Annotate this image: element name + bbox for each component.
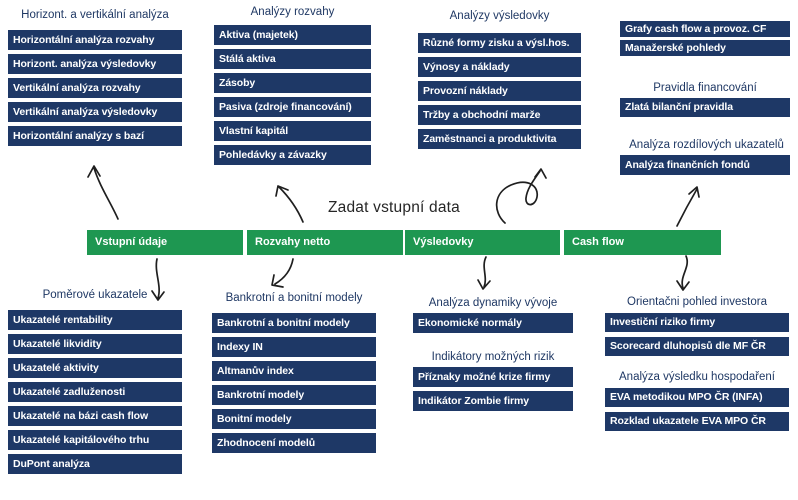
nav-box[interactable]: Vertikální analýza rozvahy bbox=[8, 78, 182, 98]
nav-box[interactable]: Stálá aktiva bbox=[214, 49, 371, 69]
nav-box[interactable]: Různé formy zisku a výsl.hos. bbox=[418, 33, 581, 53]
nav-box[interactable]: Ukazatelé rentability bbox=[8, 310, 182, 330]
nav-box[interactable]: Bankrotní a bonitní modely bbox=[212, 313, 376, 333]
nav-box[interactable]: Tržby a obchodní marže bbox=[418, 105, 581, 125]
section-horizontalni-a-vertikalni-analyza: Horizont. a vertikální analýza Horizontá… bbox=[8, 5, 182, 150]
nav-box[interactable]: EVA metodikou MPO ČR (INFA) bbox=[605, 388, 789, 407]
arrow-rozvahy-to-bankrotni-icon bbox=[271, 258, 294, 288]
nav-box[interactable]: Bankrotní modely bbox=[212, 385, 376, 405]
tab-vysledovky[interactable]: Výsledovky bbox=[405, 230, 560, 255]
nav-box[interactable]: Altmanův index bbox=[212, 361, 376, 381]
nav-box[interactable]: Zlatá bilanční pravidla bbox=[620, 98, 790, 117]
section-header: Analýzy výsledovky bbox=[449, 10, 550, 22]
nav-box[interactable]: Vlastní kapitál bbox=[214, 121, 371, 141]
section-pravidla-financovani: Pravidla financování Zlatá bilanční prav… bbox=[620, 78, 790, 121]
sheet-tabbar: Vstupní údaje Rozvahy netto Výsledovky C… bbox=[87, 230, 721, 255]
section-header: Poměrové ukazatele bbox=[42, 289, 148, 301]
section-indikatory-moznych-rizik: Indikátory možných rizik Příznaky možné … bbox=[413, 347, 573, 415]
nav-box[interactable]: Provozní náklady bbox=[418, 81, 581, 101]
nav-box[interactable]: Scorecard dluhopisů dle MF ČR bbox=[605, 337, 789, 356]
section-orientacni-pohled-investora: Orientačni pohled investora Investiční r… bbox=[605, 292, 789, 361]
section-analyza-vysledku-hospodareni: Analýza výsledku hospodaření EVA metodik… bbox=[605, 367, 789, 436]
section-analyza-rozdilovych-ukazatelu: Analýza rozdílových ukazatelů Analýza fi… bbox=[617, 135, 796, 179]
nav-box[interactable]: Horizontální analýza rozvahy bbox=[8, 30, 182, 50]
tab-vstupni-udaje[interactable]: Vstupní údaje bbox=[87, 230, 243, 255]
nav-box[interactable]: Indexy IN bbox=[212, 337, 376, 357]
nav-box[interactable]: Zhodnocení modelů bbox=[212, 433, 376, 453]
nav-box[interactable]: Zásoby bbox=[214, 73, 371, 93]
nav-box[interactable]: Indikátor Zombie firmy bbox=[413, 391, 573, 411]
arrow-rozvahy-to-analyzy-rozvahy-icon bbox=[275, 185, 304, 223]
section-analyza-dynamiky-vyvoje: Analýza dynamiky vývoje Ekonomické normá… bbox=[413, 293, 573, 337]
nav-box[interactable]: Vertikální analýza výsledovky bbox=[8, 102, 182, 122]
nav-box[interactable]: Pasiva (zdroje financování) bbox=[214, 97, 371, 117]
section-analyzy-rozvahy: Analýzy rozvahy Aktiva (majetek) Stálá a… bbox=[214, 2, 371, 169]
section-header: Indikátory možných rizik bbox=[431, 351, 555, 363]
nav-box[interactable]: Analýza finančních fondů bbox=[620, 155, 790, 175]
nav-box[interactable]: Aktiva (majetek) bbox=[214, 25, 371, 45]
nav-box[interactable]: Bonitní modely bbox=[212, 409, 376, 429]
section-analyzy-vysledovky: Analýzy výsledovky Různé formy zisku a v… bbox=[418, 6, 581, 153]
nav-box[interactable]: Ukazatelé aktivity bbox=[8, 358, 182, 378]
nav-box[interactable]: Ukazatelé zadluženosti bbox=[8, 382, 182, 402]
section-header: Analýza výsledku hospodaření bbox=[619, 371, 775, 383]
section-header: Analýza rozdílových ukazatelů bbox=[629, 139, 784, 151]
section-header: Bankrotní a bonitní modely bbox=[225, 292, 363, 304]
nav-box[interactable]: Zaměstnanci a produktivita bbox=[418, 129, 581, 149]
section-header: Analýza dynamiky vývoje bbox=[428, 297, 558, 309]
arrow-vysledovky-to-analyzy-vysledovky-icon bbox=[495, 168, 547, 224]
section-header: Horizont. a vertikální analýza bbox=[21, 9, 169, 21]
section-header: Analýzy rozvahy bbox=[250, 6, 335, 18]
arrow-vstupni-to-pomerove-icon bbox=[151, 258, 165, 301]
tab-cash-flow[interactable]: Cash flow bbox=[564, 230, 721, 255]
section-header: Orientačni pohled investora bbox=[627, 296, 767, 308]
nav-box[interactable]: Ukazatelé likvidity bbox=[8, 334, 182, 354]
section-bankrotni-a-bonitni-modely: Bankrotní a bonitní modely Bankrotní a b… bbox=[212, 288, 376, 457]
arrow-cashflow-to-fondy-icon bbox=[676, 186, 700, 227]
section-cash-flow-pohledy: Grafy cash flow a provoz. CF Manažerské … bbox=[620, 21, 790, 59]
nav-box[interactable]: Horizont. analýza výsledovky bbox=[8, 54, 182, 74]
section-header: Pravidla financování bbox=[653, 82, 757, 94]
nav-box[interactable]: DuPont analýza bbox=[8, 454, 182, 474]
nav-box[interactable]: Manažerské pohledy bbox=[620, 40, 790, 56]
nav-box[interactable]: Rozklad ukazatele EVA MPO ČR bbox=[605, 412, 789, 431]
nav-box[interactable]: Horizontální analýzy s bazí bbox=[8, 126, 182, 146]
section-pomerove-ukazatele: Poměrové ukazatele Ukazatelé rentability… bbox=[8, 285, 182, 478]
nav-box[interactable]: Pohledávky a závazky bbox=[214, 145, 371, 165]
tab-rozvahy-netto[interactable]: Rozvahy netto bbox=[247, 230, 403, 255]
nav-box[interactable]: Příznaky možné krize firmy bbox=[413, 367, 573, 387]
nav-box[interactable]: Ekonomické normály bbox=[413, 313, 573, 333]
page-title: Zadat vstupní data bbox=[328, 199, 460, 216]
nav-box[interactable]: Grafy cash flow a provoz. CF bbox=[620, 21, 790, 37]
nav-box[interactable]: Investiční riziko firmy bbox=[605, 313, 789, 332]
nav-box[interactable]: Výnosy a náklady bbox=[418, 57, 581, 77]
nav-box[interactable]: Ukazatelé kapitálového trhu bbox=[8, 430, 182, 450]
arrow-cashflow-to-investor-icon bbox=[676, 255, 690, 291]
arrow-vysledovky-to-dynamika-icon bbox=[477, 256, 491, 290]
nav-box[interactable]: Ukazatelé na bázi cash flow bbox=[8, 406, 182, 426]
arrow-vstupni-to-horizontalni-icon bbox=[87, 165, 119, 220]
